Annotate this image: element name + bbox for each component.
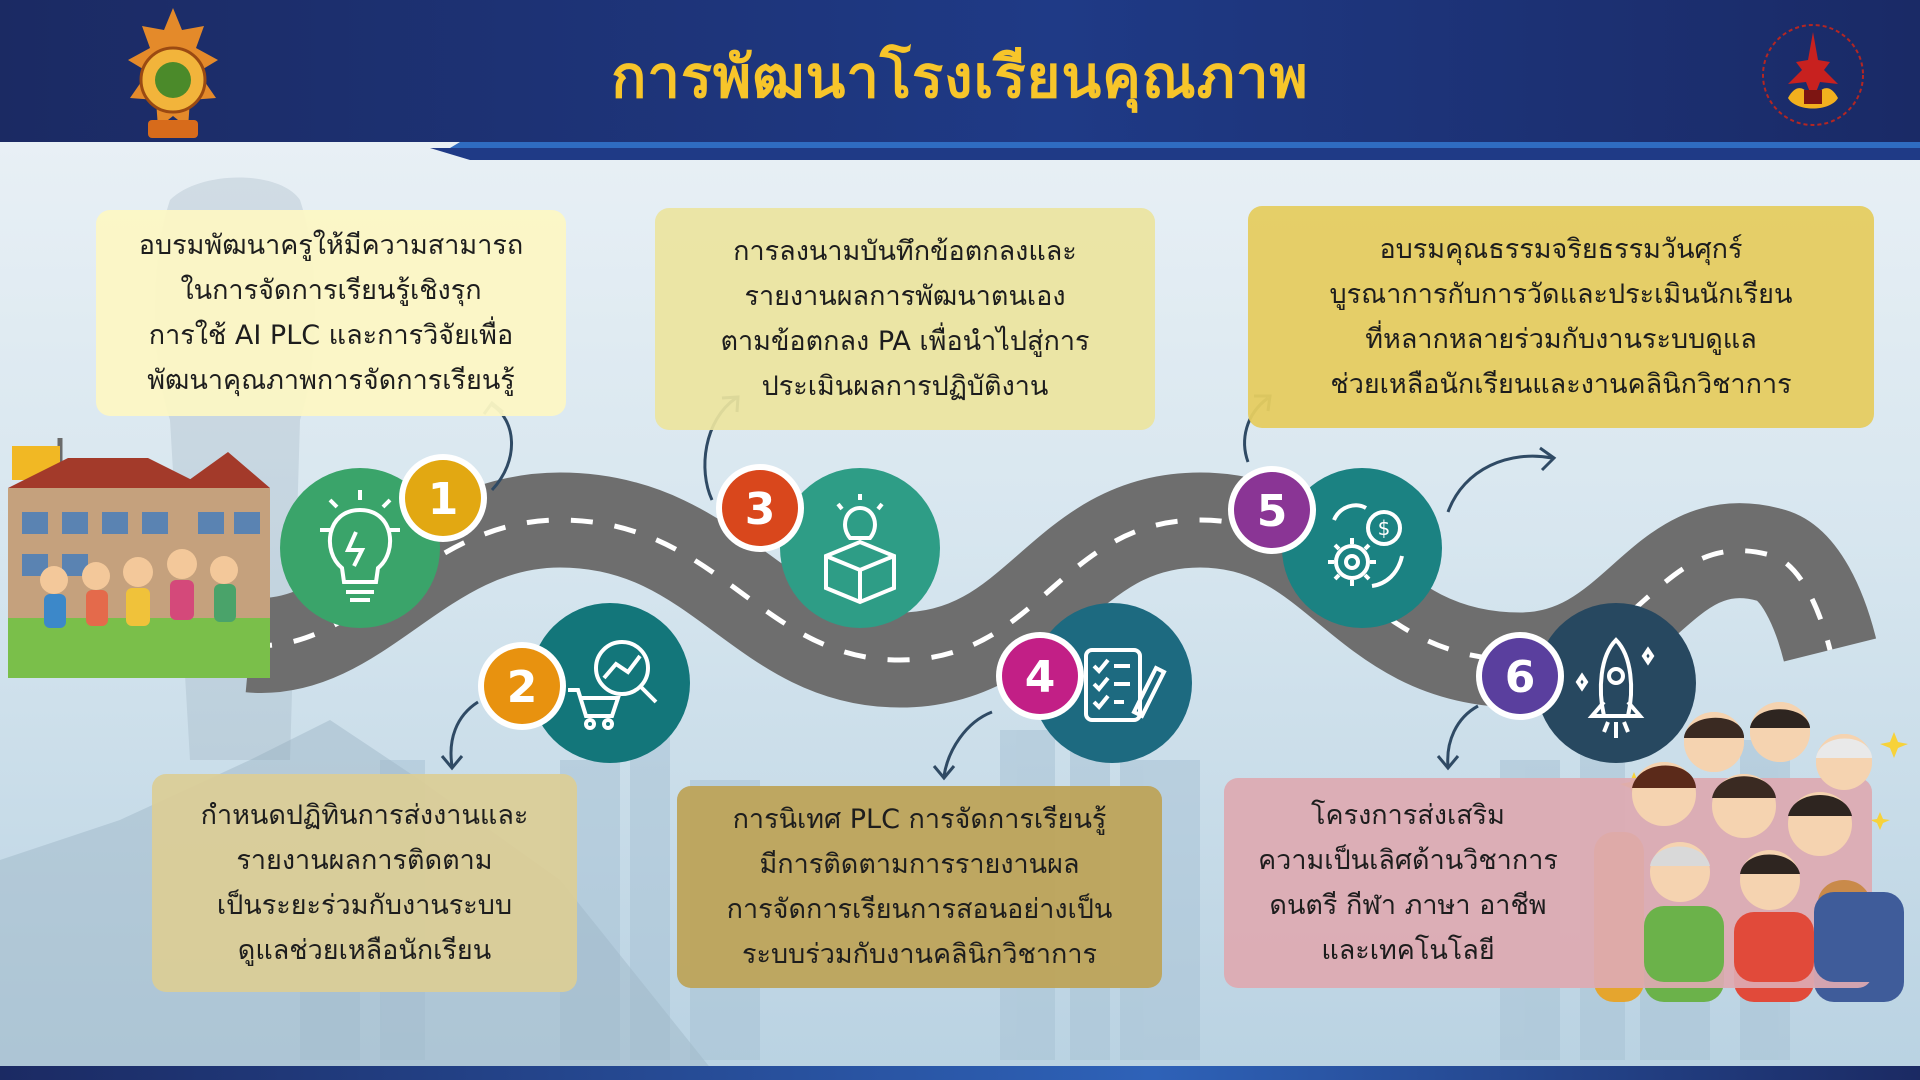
step-4-text-box: การนิเทศ PLC การจัดการเรียนรู้ มีการติดต… — [677, 786, 1162, 988]
step-1-text-box: อบรมพัฒนาครูให้มีความสามารถ ในการจัดการเ… — [96, 210, 566, 416]
step-1-number: 1 — [428, 474, 459, 525]
step-1-number-badge — [405, 460, 481, 536]
step-6-number: 6 — [1505, 652, 1536, 703]
step-4-line: การนิเทศ PLC การจัดการเรียนรู้ — [732, 804, 1107, 835]
step-5-number-badge — [1234, 472, 1310, 548]
step-5-line: บูรณาการกับการวัดและประเมินนักเรียน — [1329, 279, 1793, 310]
rocket-icon — [1575, 637, 1655, 738]
step-6-line: และเทคโนโลยี — [1321, 935, 1495, 966]
step-6-text-box: โครงการส่งเสริม ความเป็นเลิศด้านวิชาการ … — [1224, 778, 1872, 988]
step-3-number: 3 — [745, 484, 776, 535]
step-1: 1 — [280, 400, 513, 628]
step-4-icon-circle — [1032, 603, 1192, 763]
svg-text:$: $ — [1378, 516, 1391, 540]
step-3-line: การลงนามบันทึกข้อตกลงและ — [733, 236, 1077, 267]
arrow-6 — [1446, 704, 1479, 767]
step-3-line: รายงานผลการพัฒนาตนเอง — [744, 281, 1066, 312]
step-3-text-box: การลงนามบันทึกข้อตกลงและ รายงานผลการพัฒน… — [655, 208, 1155, 430]
step-3-icon-circle — [780, 468, 940, 628]
step-3-line: ตามข้อตกลง PA เพื่อนำไปสู่การ — [720, 326, 1090, 357]
school-logo — [1762, 24, 1864, 126]
step-2-line: รายงานผลการติดตาม — [236, 845, 493, 876]
step-5-line: อบรมคุณธรรมจริยธรรมวันศุกร์ — [1379, 234, 1743, 265]
step-3-line: ประเมินผลการปฏิบัติงาน — [761, 371, 1049, 402]
step-2-icon-circle — [530, 603, 690, 763]
step-6-line: ความเป็นเลิศด้านวิชาการ — [1258, 845, 1558, 876]
step-2-number-badge — [484, 648, 560, 724]
step-2: 2 — [440, 603, 690, 771]
step-2-text-box: กำหนดปฏิทินการส่งงานและ รายงานผลการติดตา… — [152, 774, 577, 992]
step-1-line: ในการจัดการเรียนรู้เชิงรุก — [180, 275, 482, 306]
idea-box-icon — [824, 494, 896, 605]
step-6-line: ดนตรี กีฬา ภาษา อาชีพ — [1269, 890, 1547, 921]
step-3-number-badge — [722, 470, 798, 546]
step-1-line: พัฒนาคุณภาพการจัดการเรียนรู้ — [147, 365, 515, 396]
shopping-analytics-icon — [568, 640, 658, 730]
children-group — [40, 549, 238, 628]
step-3: 3 — [703, 395, 940, 628]
checklist-pen-icon — [1084, 648, 1167, 722]
gear-money-icon: $ — [1328, 503, 1404, 588]
school-illustration — [8, 438, 270, 678]
arrow-1 — [490, 403, 513, 492]
step-5-number: 5 — [1257, 486, 1288, 537]
step-1-line: การใช้ AI PLC และการวิจัยเพื่อ — [148, 320, 514, 351]
page-title: การพัฒนาโรงเรียนคุณภาพ — [611, 43, 1309, 111]
road — [245, 472, 1877, 708]
step-6-number-badge — [1482, 638, 1558, 714]
step-6: 6 — [1436, 603, 1696, 771]
arrow-4 — [942, 710, 993, 777]
step-4-line: การจัดการเรียนการสอนอย่างเป็น — [726, 894, 1113, 925]
footer-bar — [0, 1066, 1920, 1080]
arrow-5b — [1446, 454, 1553, 513]
step-5: $ 5 — [1228, 394, 1557, 628]
header-accent-stripe — [430, 142, 1920, 160]
step-2-number: 2 — [507, 662, 538, 713]
step-4-line: ระบบร่วมกับงานคลินิกวิชาการ — [741, 939, 1098, 970]
step-4: 4 — [932, 603, 1192, 781]
step-2-line: กำหนดปฏิทินการส่งงานและ — [200, 800, 529, 831]
obec-logo — [128, 8, 218, 138]
step-1-line: อบรมพัฒนาครูให้มีความสามารถ — [138, 230, 524, 261]
step-6-line: โครงการส่งเสริม — [1311, 800, 1505, 831]
step-4-line: มีการติดตามการรายงานผล — [759, 849, 1080, 880]
header-bar — [0, 0, 1920, 142]
lightbulb-icon — [320, 490, 400, 602]
step-5-line: ช่วยเหลือนักเรียนและงานคลินิกวิชาการ — [1330, 369, 1792, 400]
arrow-2 — [449, 700, 479, 767]
step-2-line: เป็นระยะร่วมกับงานระบบ — [216, 890, 513, 921]
step-4-number: 4 — [1025, 652, 1056, 703]
step-5-line: ที่หลากหลายร่วมกับงานระบบดูแล — [1365, 324, 1757, 355]
step-2-line: ดูแลช่วยเหลือนักเรียน — [237, 935, 492, 966]
step-4-number-badge — [1002, 638, 1078, 714]
step-5-text-box: อบรมคุณธรรมจริยธรรมวันศุกร์ บูรณาการกับก… — [1248, 206, 1874, 428]
